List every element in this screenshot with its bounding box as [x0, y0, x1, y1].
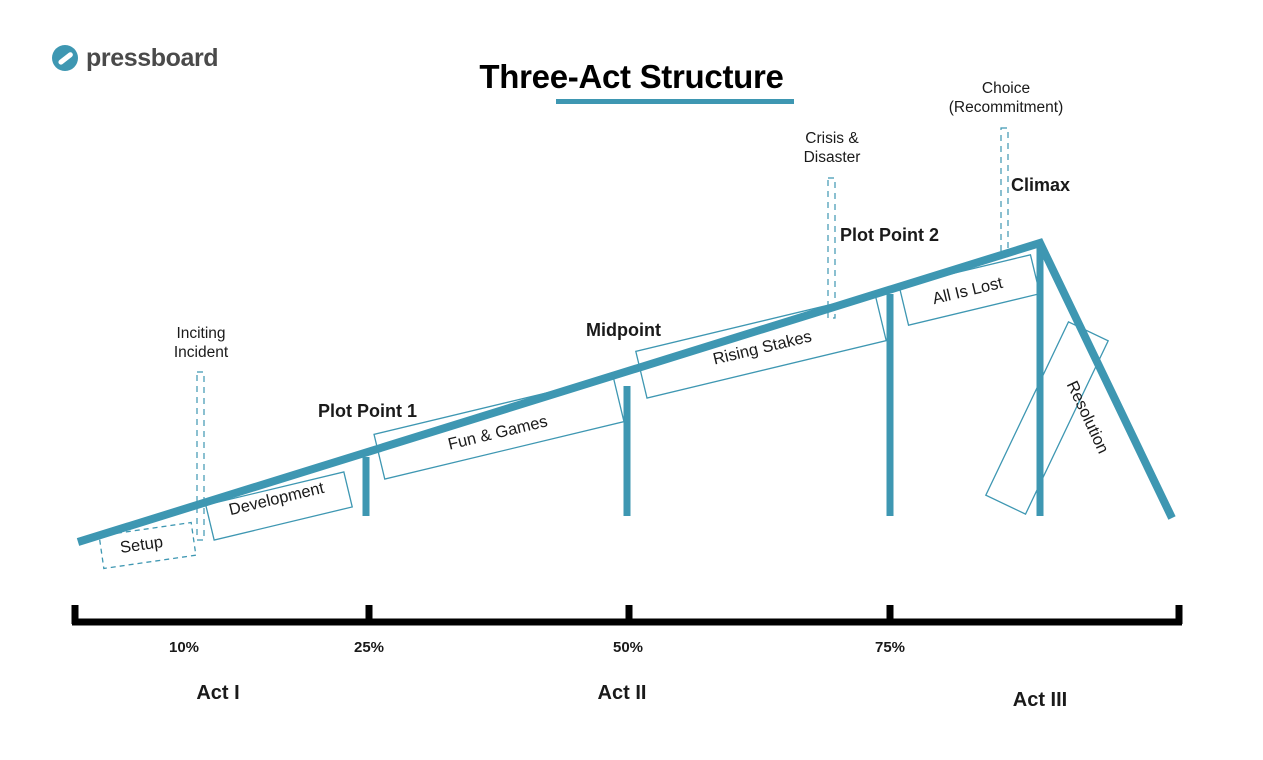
- segment-box-resolution: [984, 321, 1110, 515]
- marker-label-line2: (Recommitment): [948, 98, 1064, 116]
- marker-label-line2: Incident: [173, 343, 229, 361]
- connector-inciting-incident: [196, 371, 205, 541]
- axis-tick-label-10: 10%: [168, 639, 200, 656]
- segment-box-setup: [98, 521, 197, 570]
- act-label-2: Act II: [597, 682, 647, 704]
- story-arc-line: [76, 238, 1176, 546]
- connector-crisis-disaster: [827, 177, 836, 319]
- marker-label-inciting-incident: Inciting Incident: [140, 325, 262, 363]
- title-underline: [556, 99, 794, 104]
- marker-label-choice-recommitment: Choice (Recommitment): [925, 80, 1087, 118]
- marker-label-climax: Climax: [1011, 175, 1071, 195]
- marker-label-crisis-disaster: Crisis & Disaster: [771, 130, 893, 168]
- axis-tick-label-25: 25%: [353, 639, 385, 656]
- segment-box-fun-and-games: [373, 376, 625, 480]
- marker-label-line2: Disaster: [803, 148, 861, 166]
- logo-wordmark: pressboard: [86, 43, 219, 72]
- axis-tick-label-75: 75%: [874, 639, 906, 656]
- segment-box-rising-stakes: [635, 293, 887, 399]
- act-label-3: Act III: [1012, 689, 1068, 711]
- marker-label-line1: Crisis &: [805, 130, 859, 147]
- segment-box-all-is-lost: [898, 254, 1041, 326]
- marker-label-plot-point-2: Plot Point 2: [840, 225, 939, 245]
- pressboard-logo: pressboard: [52, 43, 219, 72]
- axis-tick-label-50: 50%: [612, 639, 644, 656]
- act-label-1: Act I: [196, 682, 240, 704]
- page-title: Three-Act Structure: [479, 58, 784, 95]
- marker-label-line1: Choice: [981, 80, 1031, 97]
- marker-label-midpoint: Midpoint: [586, 320, 661, 340]
- marker-label-plot-point-1: Plot Point 1: [318, 401, 417, 421]
- connector-choice-recommitment: [1000, 127, 1009, 255]
- segment-box-development: [204, 471, 354, 541]
- pressboard-circle-logo-icon: [52, 45, 78, 71]
- marker-label-line1: Inciting: [176, 325, 226, 342]
- timeline-axis: [71, 605, 1183, 626]
